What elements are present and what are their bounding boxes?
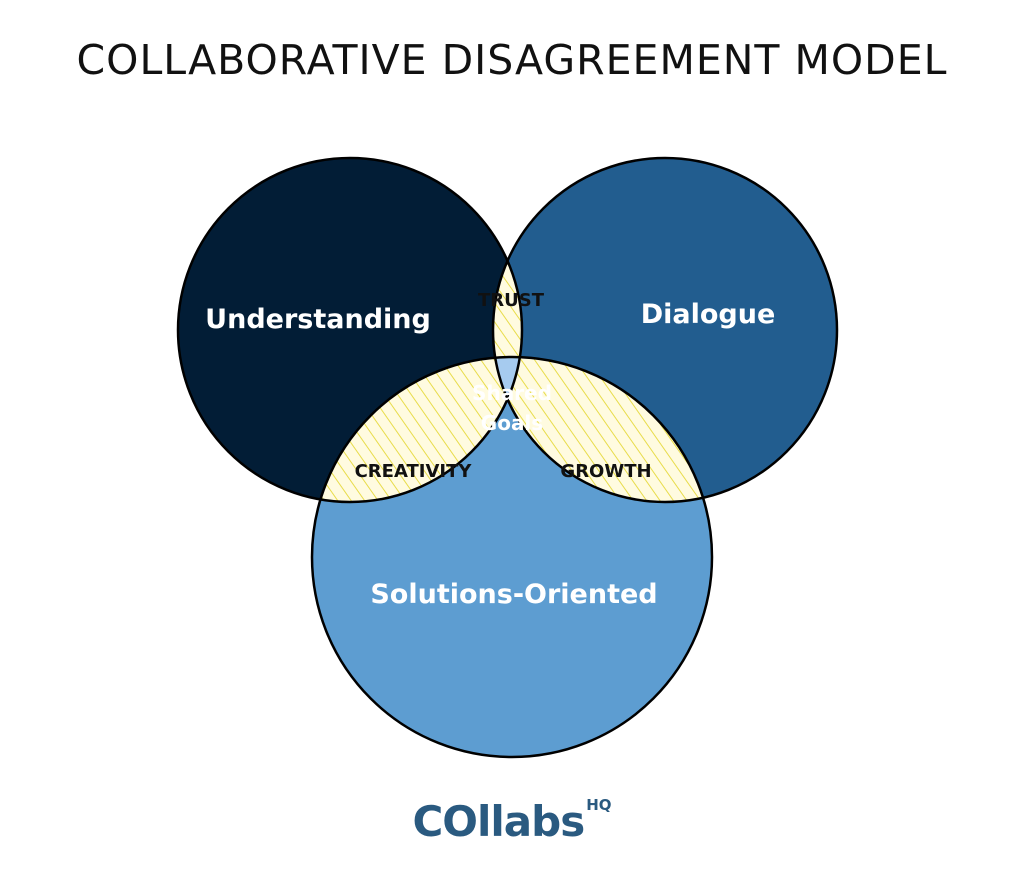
label-shared: Shared: [472, 381, 552, 405]
label-solutions-oriented: Solutions-Oriented: [370, 579, 657, 610]
overlap-growth: [493, 357, 712, 502]
label-dialogue: Dialogue: [641, 299, 776, 330]
label-understanding: Understanding: [205, 304, 431, 335]
outline-solutions-oriented: [310, 355, 714, 759]
label-trust: TRUST: [478, 290, 545, 311]
page-title: COLLABORATIVE DISAGREEMENT MODEL: [76, 36, 948, 84]
logo-superscript: HQ: [586, 796, 612, 814]
outline-dialogue: [491, 156, 839, 504]
overlap-creativity: [312, 357, 522, 502]
label-goals: Goals: [481, 411, 543, 435]
label-creativity: CREATIVITY: [355, 461, 473, 482]
label-growth: GROWTH: [560, 461, 651, 482]
outline-understanding: [176, 156, 524, 504]
logo-wordmark: COllabs: [412, 797, 585, 846]
